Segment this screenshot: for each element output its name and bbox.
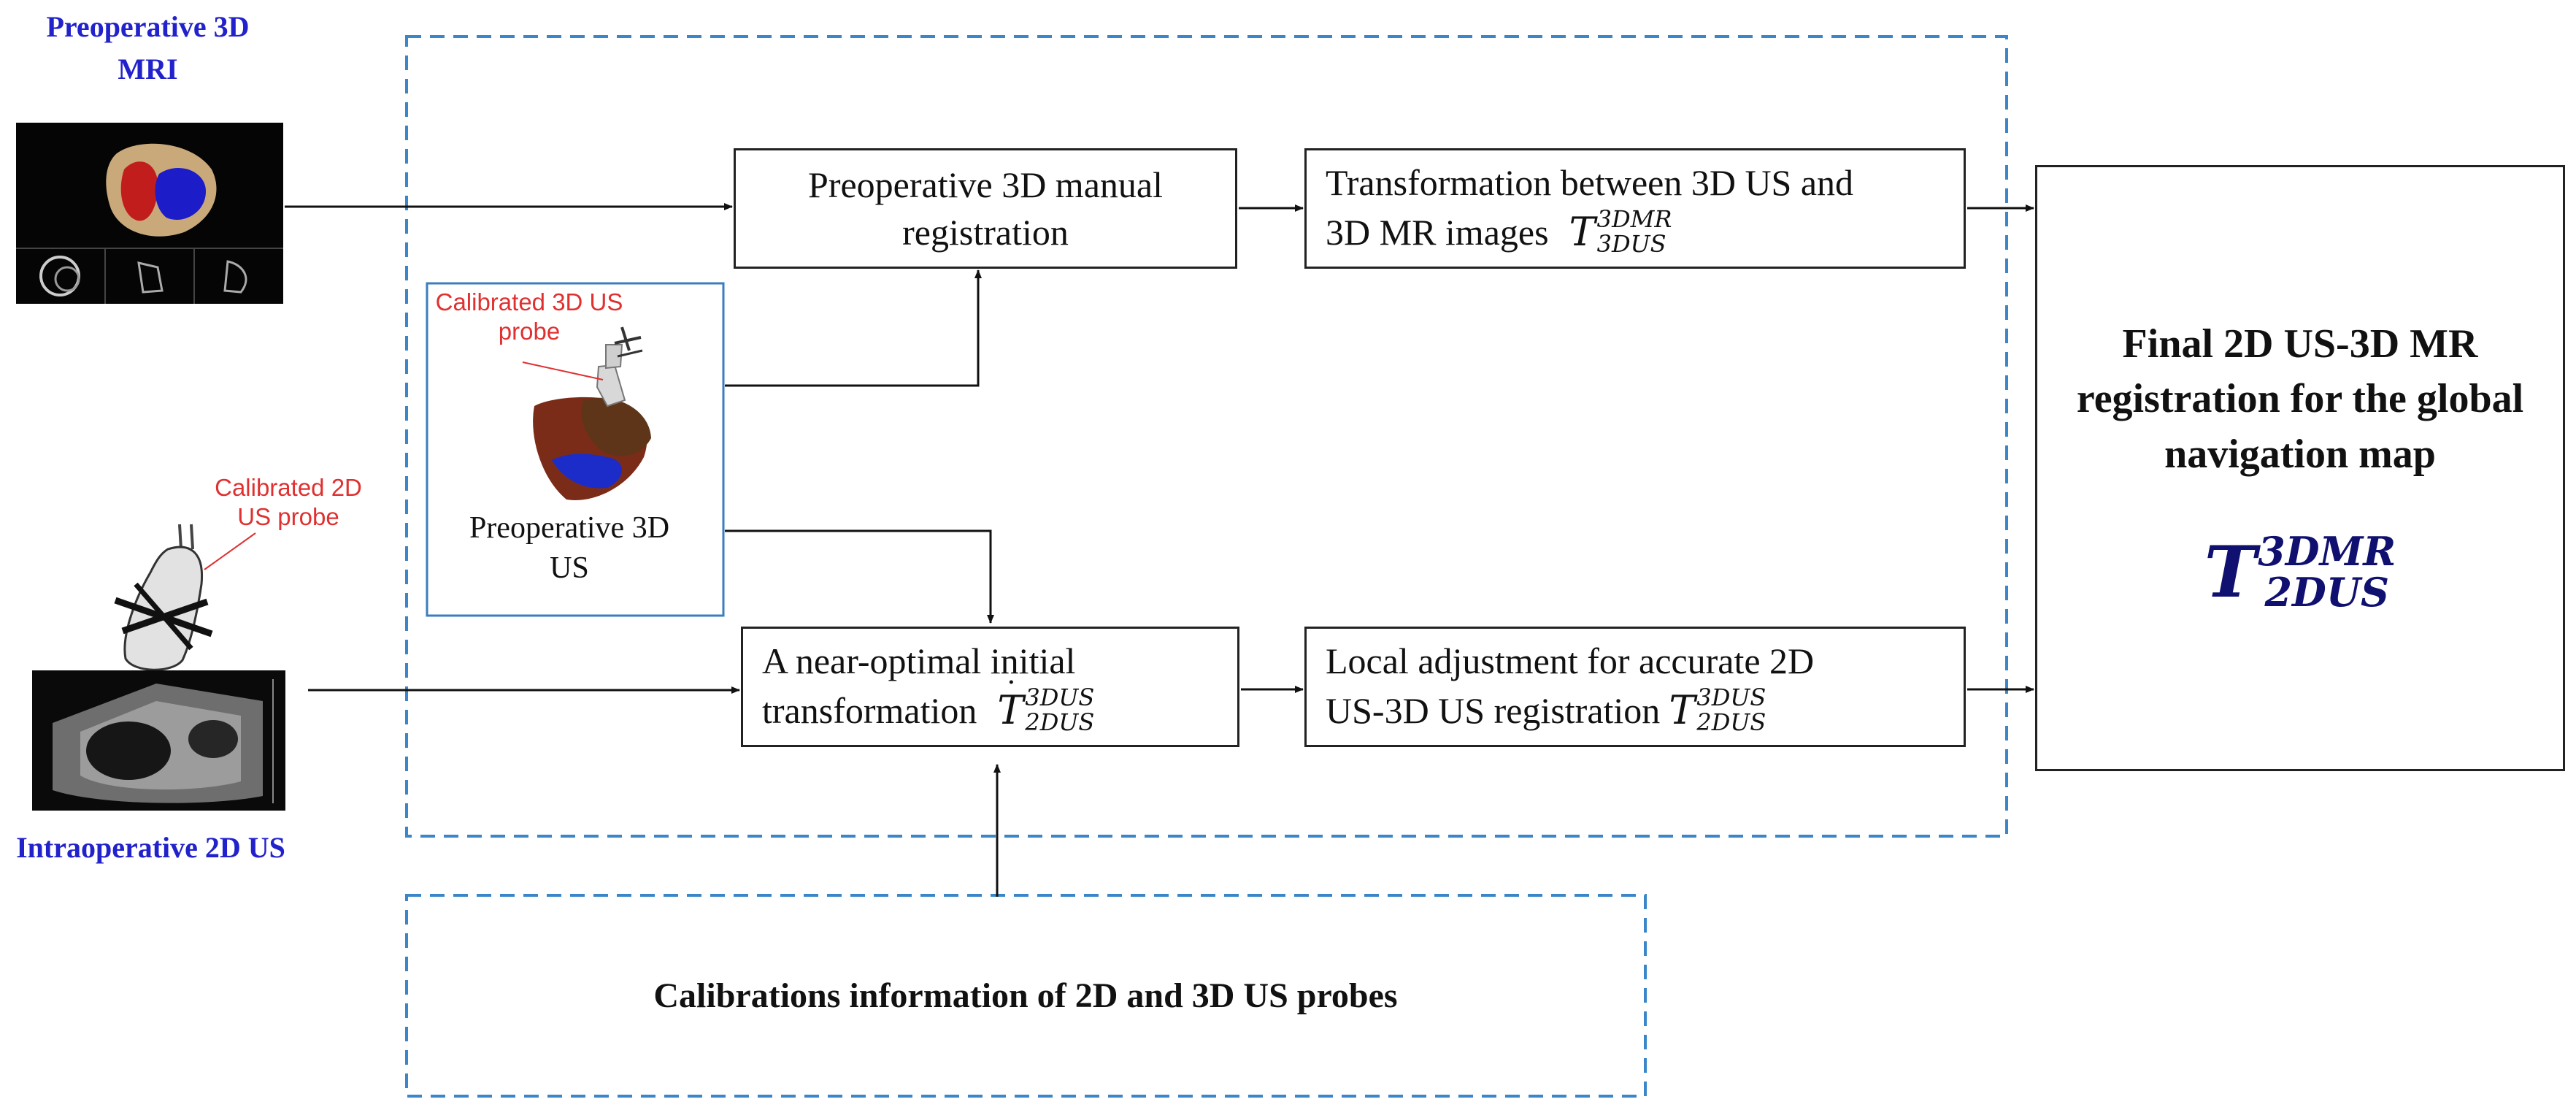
initial-line2: transformation	[762, 689, 977, 731]
transformation-line2: 3D MR images	[1326, 211, 1549, 253]
tensor-subscript: 3DUS	[1596, 230, 1666, 258]
tensor-superscript: 3DUS	[1696, 684, 1766, 712]
tensor-superscript: 3DMR	[1596, 205, 1672, 234]
tensor-dot: ˙	[1003, 675, 1020, 713]
tensor-symbol: T	[2204, 530, 2257, 613]
initial-line1: A near-optimal initial	[762, 640, 1076, 681]
manual-registration-text: Preoperative 3D manual registration	[808, 164, 1163, 253]
preop-3d-us-illustration	[426, 282, 725, 617]
box-transformation-3dus-3dmr: Transformation between 3D US and 3D MR i…	[1304, 148, 1966, 269]
label-preoperative-3d-us: Preoperative 3D US	[469, 511, 670, 585]
tensor-tdot-2dus-3dus: ˙T 3DUS 2DUS	[997, 675, 1094, 736]
box-final-registration: Final 2D US-3D MR registration for the g…	[2035, 165, 2565, 771]
final-registration-text: Final 2D US-3D MR registration for the g…	[2076, 321, 2524, 477]
arrow-3dus-to-initial	[725, 529, 994, 624]
tensor-scripts: 3DUS 2DUS	[1025, 686, 1094, 735]
local-line2-row: US-3D US registration T 3DUS 2DUS	[1326, 685, 1945, 736]
dashed-processing-frame	[405, 35, 2008, 838]
arrow-3dus-to-manual	[725, 269, 982, 387]
initial-line2-row: transformation ˙T 3DUS 2DUS	[762, 675, 1218, 736]
local-line2: US-3D US registration	[1326, 689, 1661, 731]
tensor-scripts: 3DUS 2DUS	[1696, 686, 1766, 735]
calibrations-information-text: Calibrations information of 2D and 3D US…	[653, 976, 1398, 1015]
transformation-line1: Transformation between 3D US and	[1326, 161, 1854, 203]
tensor-symbol: ˙T	[997, 675, 1024, 736]
tensor-letter: T	[997, 686, 1024, 733]
mri-thumbnail	[16, 123, 283, 304]
box-near-optimal-initial-transformation: A near-optimal initial transformation ˙T…	[741, 627, 1239, 747]
local-line1: Local adjustment for accurate 2D	[1326, 640, 1815, 681]
label-calibrated-2d-us-probe: Calibrated 2D US probe	[215, 474, 362, 530]
tensor-superscript: 3DMR	[2258, 527, 2396, 575]
tensor-t-2dus-3dmr: T 3DMR 2DUS	[2204, 525, 2396, 620]
label-intraoperative-2d-us: Intraoperative 2D US	[16, 831, 285, 864]
label-preoperative-3d-mri: Preoperative 3D MRI	[46, 10, 250, 85]
box-preoperative-manual-registration: Preoperative 3D manual registration	[734, 148, 1237, 269]
box-local-adjustment: Local adjustment for accurate 2D US-3D U…	[1304, 627, 1966, 747]
tensor-scripts: 3DMR 3DUS	[1597, 207, 1672, 256]
tensor-symbol: T	[1669, 686, 1696, 733]
dashed-calibration-frame	[405, 894, 1647, 1098]
tensor-subscript: 2DUS	[1696, 708, 1766, 736]
tensor-superscript: 3DUS	[1025, 684, 1095, 712]
tensor-symbol: T	[1569, 208, 1596, 255]
label-calibrated-3d-us-probe: Calibrated 3D US probe	[435, 288, 623, 345]
tensor-t-2dus-3dus: T 3DUS 2DUS	[1669, 685, 1766, 736]
transformation-line2-row: 3D MR images T 3DMR 3DUS	[1326, 207, 1945, 258]
tensor-subscript: 2DUS	[1025, 708, 1095, 736]
tensor-scripts: 3DMR 2DUS	[2258, 531, 2396, 613]
intraop-2d-us-illustration	[32, 524, 285, 811]
tensor-subscript: 2DUS	[2264, 569, 2389, 616]
tensor-t-3dus-3dmr: T 3DMR 3DUS	[1569, 207, 1672, 258]
